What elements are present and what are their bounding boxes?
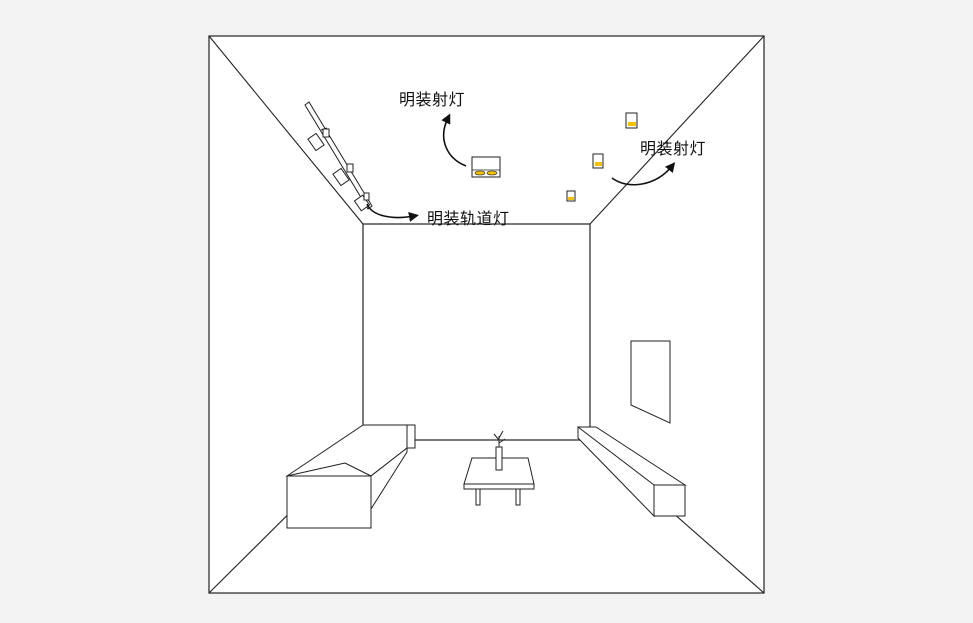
surface-downlight-small	[625, 112, 638, 129]
label-surface-downlight-center: 明装射灯	[399, 90, 466, 109]
label-surface-downlight-right: 明装射灯	[640, 139, 707, 158]
arrow-to-track-label	[366, 203, 419, 222]
surface-downlight-small	[566, 190, 576, 202]
arrow-to-right-label	[611, 162, 676, 186]
back-wall	[362, 223, 591, 441]
sofa	[285, 424, 416, 529]
surface-downlight-double	[471, 156, 501, 178]
wall-picture	[630, 340, 671, 424]
bench	[577, 425, 687, 518]
arrow-to-center-label	[441, 113, 467, 167]
track-spot-head	[307, 127, 330, 152]
track-spot-head	[353, 192, 371, 212]
label-surface-track-light: 明装轨道灯	[427, 209, 510, 228]
coffee-table	[463, 457, 535, 506]
surface-downlight-small	[592, 153, 604, 169]
track-rail	[304, 101, 373, 210]
vase	[493, 430, 506, 471]
track-spot-head	[332, 163, 354, 187]
